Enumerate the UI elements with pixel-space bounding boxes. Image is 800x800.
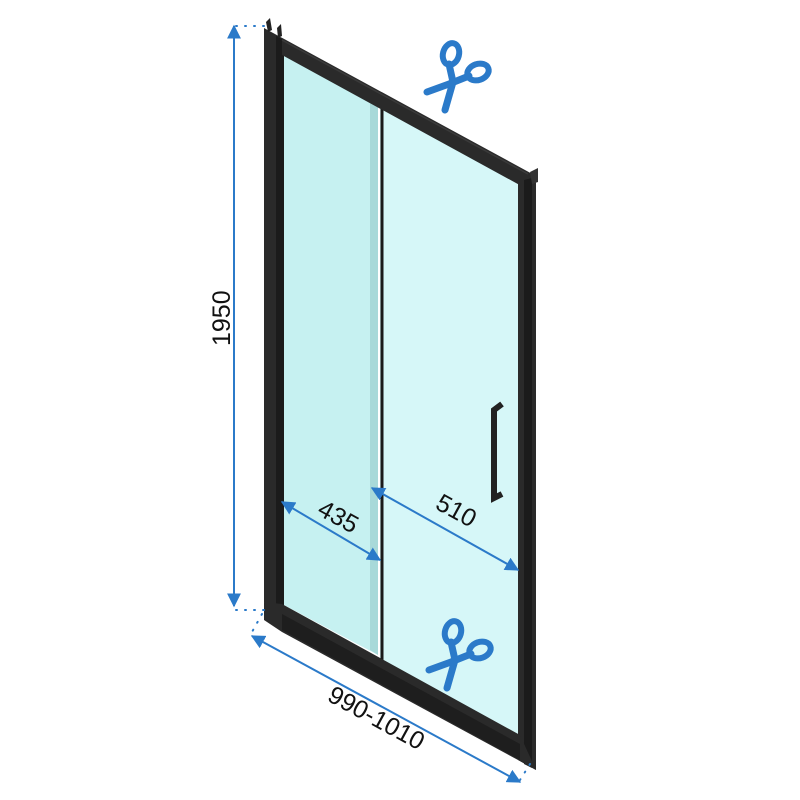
- scissors-icon: [423, 40, 492, 114]
- fixed-glass-panel: [282, 52, 378, 655]
- height-label: 1950: [208, 290, 236, 346]
- frame-left-post: [264, 18, 284, 614]
- frame-top-rail: [264, 28, 536, 194]
- scissors-icon: [425, 618, 494, 692]
- frame-right-post: [518, 168, 538, 770]
- height-dimension: 1950: [208, 24, 265, 611]
- sliding-door-glass: [380, 106, 520, 735]
